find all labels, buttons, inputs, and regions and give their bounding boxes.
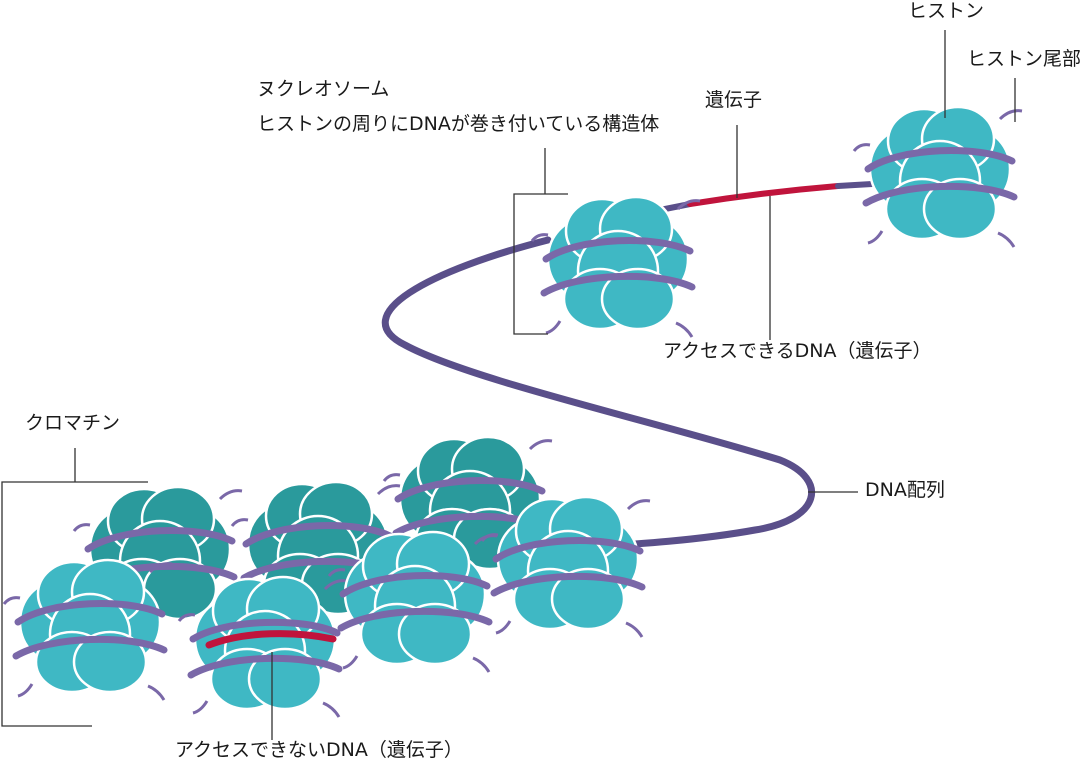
inaccessible-gene-wrap — [205, 630, 337, 649]
label-accessible-dna: アクセスできるDNA（遺伝子） — [663, 340, 932, 362]
nucleosome-chromatin-5 — [177, 575, 349, 719]
label-inaccessible-dna: アクセスできないDNA（遺伝子） — [175, 739, 463, 761]
bracket-chromatin — [1, 448, 148, 727]
label-nucleosome-desc: ヒストンの周りにDNAが巻き付いている構造体 — [257, 113, 660, 135]
dna-strand-top — [835, 181, 875, 189]
label-histone: ヒストン — [908, 0, 985, 22]
label-nucleosome-title: ヌクレオソーム — [257, 78, 390, 100]
nucleosome-top-right — [852, 105, 1024, 249]
label-dna-sequence: DNA配列 — [865, 479, 945, 501]
nucleosome-middle — [530, 195, 702, 339]
leader-lines — [1, 30, 1016, 740]
bracket-nucleosome — [513, 148, 568, 335]
label-chromatin: クロマチン — [25, 412, 121, 434]
dna-gene-segment — [687, 183, 841, 207]
label-histone-tail: ヒストン尾部 — [967, 48, 1080, 70]
label-gene: 遺伝子 — [705, 89, 763, 111]
dna-strand — [381, 236, 815, 552]
